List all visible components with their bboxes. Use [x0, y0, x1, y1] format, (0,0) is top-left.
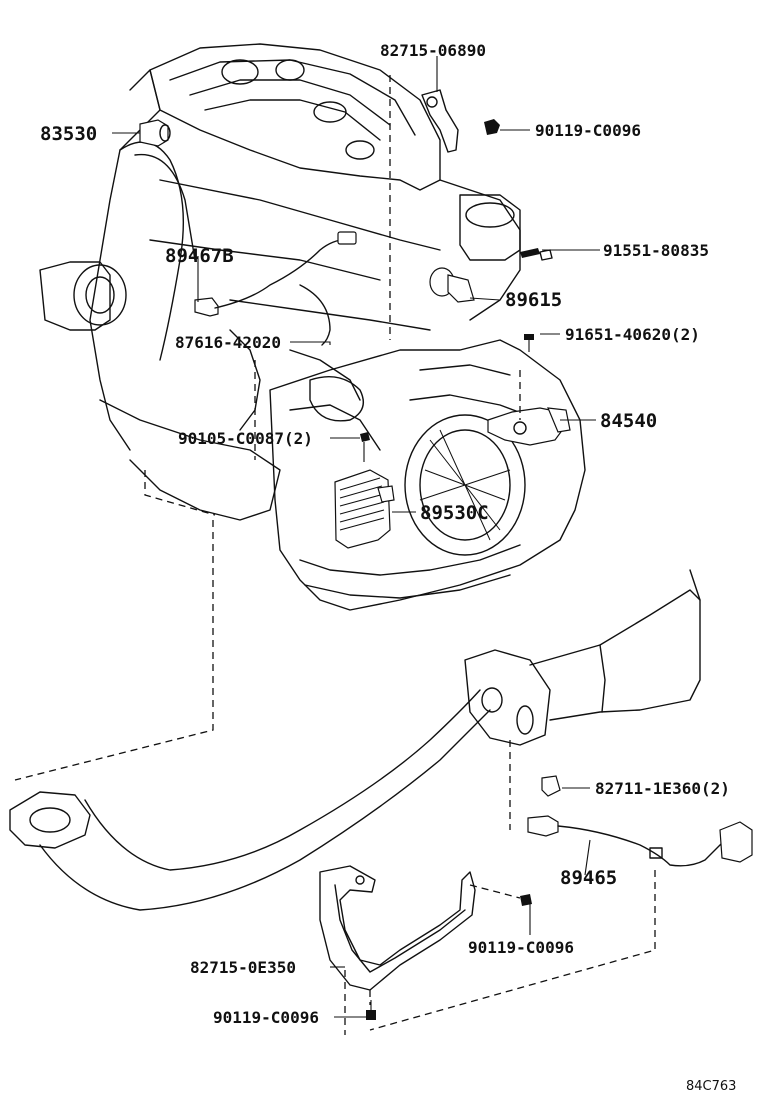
label-90105-c0087[interactable]: 90105-C0087(2): [178, 429, 313, 448]
assembly-dashed-lines: [14, 75, 656, 1035]
label-84540[interactable]: 84540: [600, 410, 657, 432]
clip-82711: [541, 775, 561, 797]
oil-pressure-switch: [139, 119, 171, 147]
part-labels: 82715-06890 83530 90119-C0096 89467B 915…: [40, 41, 736, 1094]
bolt-90119-c: [366, 1000, 376, 1020]
label-82711-1e360[interactable]: 82711-1E360(2): [595, 779, 730, 798]
oxygen-sensor-89465: [527, 815, 753, 867]
label-89465[interactable]: 89465: [560, 867, 617, 889]
label-87616-42020[interactable]: 87616-42020: [175, 333, 281, 352]
label-83530[interactable]: 83530: [40, 123, 97, 145]
exhaust-pipe: [9, 569, 701, 911]
reference-code: 84C763: [686, 1079, 736, 1094]
label-90119-c0096-a[interactable]: 90119-C0096: [535, 121, 641, 140]
sensor-89615: [429, 248, 553, 303]
neutral-switch-84540: [487, 407, 571, 446]
bolt-90119-b: [520, 894, 532, 906]
label-89530c[interactable]: 89530C: [420, 502, 489, 524]
leader-lines: [112, 56, 600, 1018]
label-82715-06890[interactable]: 82715-06890: [380, 41, 486, 60]
transaxle-assembly: [269, 339, 586, 611]
label-89615[interactable]: 89615: [505, 289, 562, 311]
bracket-82715-0e350: [319, 865, 476, 991]
label-82715-0e350[interactable]: 82715-0E350: [190, 958, 296, 977]
bracket-82715-06890: [421, 89, 500, 153]
bolt-90105: [360, 432, 370, 462]
bolt-91651: [524, 334, 534, 352]
label-89467b[interactable]: 89467B: [165, 245, 234, 267]
label-90119-c0096-c[interactable]: 90119-C0096: [213, 1008, 319, 1027]
label-91551-80835[interactable]: 91551-80835: [603, 241, 709, 260]
label-91651-40620[interactable]: 91651-40620(2): [565, 325, 700, 344]
label-90119-c0096-b[interactable]: 90119-C0096: [468, 938, 574, 957]
module-89530c: [334, 469, 395, 549]
